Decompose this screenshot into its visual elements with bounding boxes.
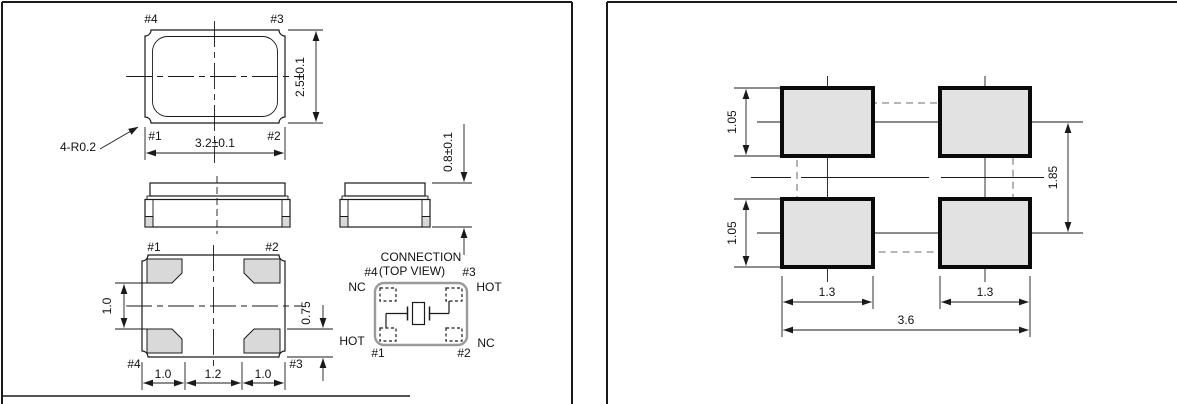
terminal-right bbox=[421, 216, 431, 228]
pin-label-bottom-left: #1 bbox=[148, 129, 162, 143]
connection-subtitle: (TOP VIEW) bbox=[379, 264, 445, 278]
terminal-right bbox=[281, 216, 291, 228]
thickness-dim-label: 0.8±0.1 bbox=[441, 132, 455, 172]
pad-3 bbox=[243, 328, 281, 354]
lid bbox=[344, 182, 426, 197]
package-outline-dashed bbox=[796, 102, 1014, 253]
conn-pin-label-top-right: #3 bbox=[462, 265, 476, 279]
row-pitch-dim-label: 1.85 bbox=[1046, 165, 1060, 189]
land-pattern: 1.05 1.05 1.85 1.3 1.3 3.6 bbox=[725, 76, 1083, 337]
signal-label-top-right: HOT bbox=[476, 280, 502, 294]
pad-4 bbox=[146, 328, 183, 354]
package-outline bbox=[141, 254, 286, 358]
overall-width-dim-label: 3.6 bbox=[898, 313, 915, 327]
bottom-dim-3: 1.0 bbox=[255, 367, 272, 381]
pin-label-top-right: #3 bbox=[270, 12, 284, 26]
corner-note-label: 4-R0.2 bbox=[60, 140, 96, 154]
conn-pin-label-bottom-left: #1 bbox=[371, 346, 385, 360]
width-dimension: 3.2±0.1 bbox=[144, 127, 286, 160]
pin-label-bottom-right: #3 bbox=[289, 357, 303, 371]
row-pitch-dimension: 1.85 bbox=[1046, 123, 1072, 232]
conn-pad-top-left bbox=[379, 287, 397, 302]
terminal-left bbox=[144, 216, 154, 228]
package-outline bbox=[144, 29, 286, 124]
signal-label-bottom-left: HOT bbox=[339, 334, 365, 348]
thickness-dimension: 0.8±0.1 bbox=[432, 124, 472, 255]
pad-2 bbox=[243, 258, 281, 284]
conn-pad-top-right bbox=[445, 287, 463, 302]
bottom-dim-2: 1.2 bbox=[205, 367, 222, 381]
conn-pad-bottom-left bbox=[379, 327, 397, 342]
crystal-symbol bbox=[385, 301, 450, 328]
height-dimension: 2.5±0.1 bbox=[288, 29, 323, 124]
bottom-width-dimensions: 1.0 1.2 1.0 bbox=[141, 362, 286, 390]
width-dim-label: 3.2±0.1 bbox=[195, 136, 235, 150]
lid bbox=[149, 182, 286, 197]
pad-1 bbox=[146, 258, 183, 284]
signal-label-bottom-right: NC bbox=[477, 336, 495, 350]
front-side-view bbox=[144, 176, 291, 234]
conn-pin-label-top-left: #4 bbox=[364, 265, 378, 279]
pad-gap-dimension: 1.0 bbox=[100, 282, 153, 330]
pad-width-dim-left-label: 1.3 bbox=[819, 285, 836, 299]
pin-label-top-right: #2 bbox=[265, 240, 279, 254]
pad-length-dim-label: 0.75 bbox=[299, 301, 313, 325]
terminal-left bbox=[339, 216, 349, 228]
base bbox=[144, 198, 291, 228]
pad-height-dimension-top: 1.05 bbox=[725, 87, 780, 157]
pin-label-bottom-right: #2 bbox=[267, 129, 281, 143]
conn-pin-label-bottom-right: #2 bbox=[457, 346, 471, 360]
lid-seam-outline bbox=[152, 36, 278, 117]
corner-radius-callout: 4-R0.2 bbox=[60, 126, 139, 154]
land-pad-bottom-right bbox=[938, 197, 1032, 269]
connection-diagram: CONNECTION (TOP VIEW) #4 #3 NC HOT HOT N… bbox=[339, 250, 502, 360]
width-dimensions: 1.3 1.3 3.6 bbox=[781, 276, 1031, 337]
pin-label-bottom-left: #4 bbox=[127, 357, 141, 371]
signal-label-top-left: NC bbox=[348, 280, 366, 294]
pin-label-top-left: #1 bbox=[147, 240, 161, 254]
pad-height-dimension-bottom: 1.05 bbox=[725, 198, 780, 268]
height-dim-label: 2.5±0.1 bbox=[293, 57, 307, 97]
pad-height-dim-bottom-label: 1.05 bbox=[725, 221, 739, 245]
land-pad-bottom-left bbox=[780, 197, 875, 269]
pad-length-dimension: 0.75 bbox=[287, 301, 333, 381]
bottom-dim-1: 1.0 bbox=[155, 367, 172, 381]
package-bottom-view: #1 #2 #4 #3 1.0 0.75 1.0 1.2 1.0 bbox=[100, 240, 333, 390]
pad-width-dim-right-label: 1.3 bbox=[977, 285, 994, 299]
base bbox=[339, 198, 431, 228]
conn-pad-bottom-right bbox=[445, 327, 463, 342]
right-side-view: 0.8±0.1 bbox=[339, 124, 472, 255]
pin-label-top-left: #4 bbox=[144, 12, 158, 26]
land-pad-top-right bbox=[938, 86, 1032, 158]
package-top-view: #4 #3 #1 #2 2.5±0.1 3.2±0.1 4-R0.2 bbox=[60, 12, 323, 163]
pad-height-dim-top-label: 1.05 bbox=[725, 110, 739, 134]
connection-title: CONNECTION bbox=[381, 250, 462, 264]
land-pad-top-left bbox=[780, 86, 875, 158]
pad-gap-dim-label: 1.0 bbox=[100, 297, 114, 314]
connection-body-outline bbox=[373, 281, 469, 347]
